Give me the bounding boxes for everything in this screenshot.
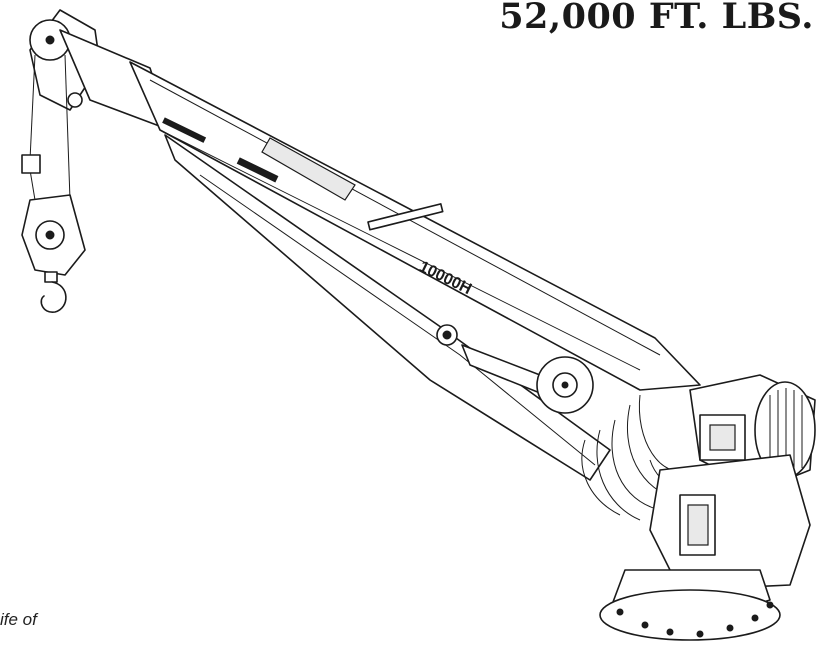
boom-markings [162, 117, 279, 183]
crane-base [599, 454, 811, 641]
pivot-sheave [536, 356, 594, 414]
body-text-fragment: ife of [0, 610, 37, 629]
lower-boom [164, 134, 611, 481]
torque-rating-headline: 52,000 FT. LBS. [499, 0, 814, 37]
hoist-block-and-hook [21, 54, 86, 313]
